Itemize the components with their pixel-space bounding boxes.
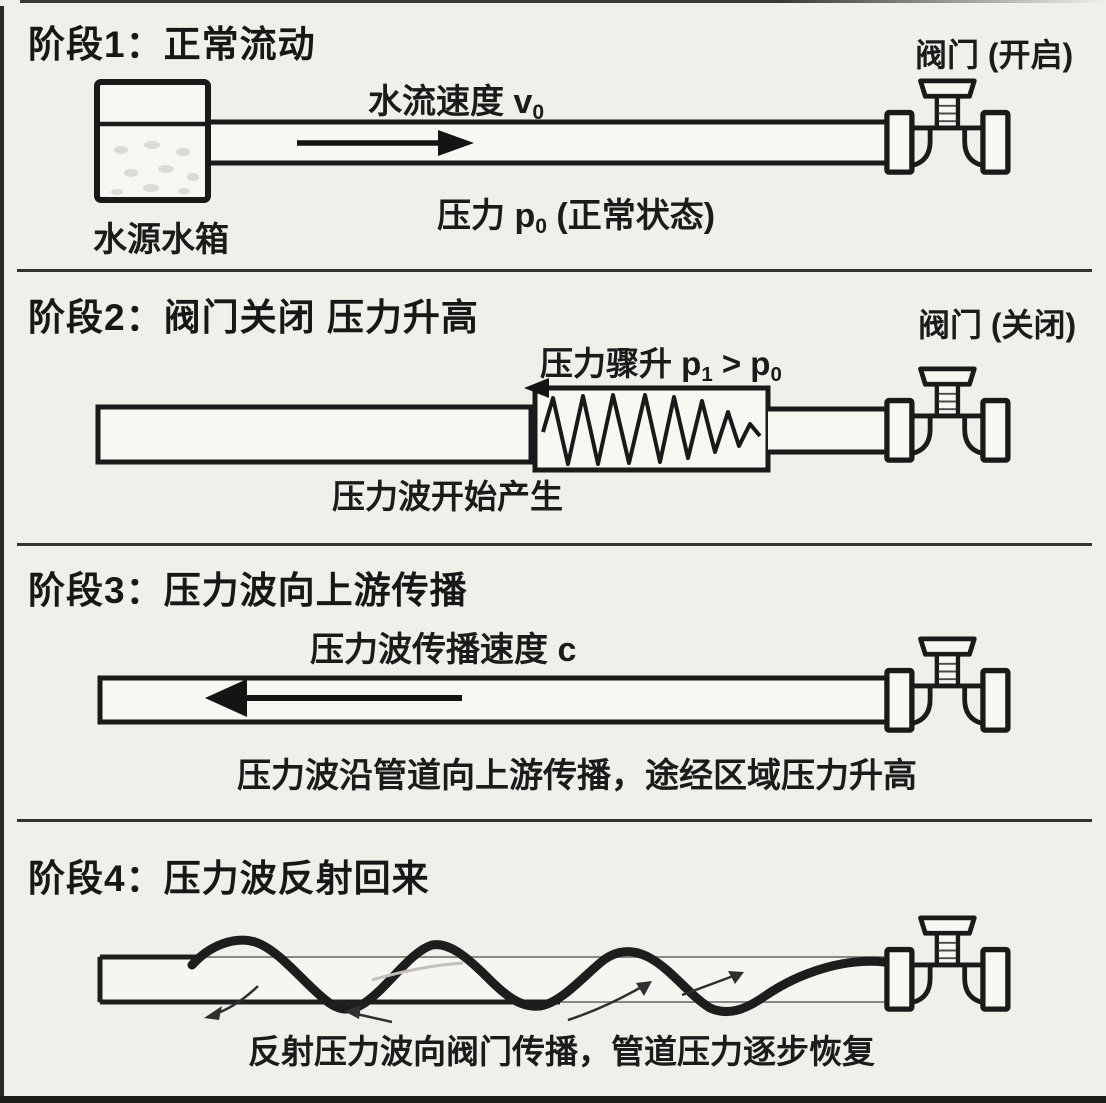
divider-2: [17, 543, 1092, 546]
stage4-title: 阶段4：压力波反射回来: [28, 858, 430, 899]
tank-label: 水源水箱: [93, 221, 229, 259]
surge-left-arrowhead-icon: [524, 378, 549, 398]
flow-arrow-icon: [297, 130, 474, 156]
stage3-caption: 压力波沿管道向上游传播，途经区域压力升高: [237, 757, 917, 795]
stage2-caption: 压力波开始产生: [332, 478, 563, 515]
frame-left-border: [0, 6, 4, 1103]
small-motion-arrows: [204, 961, 744, 1024]
frame-bottom-border: [0, 1096, 1106, 1103]
valve-closed-label: 阀门 (关闭): [918, 307, 1077, 343]
valve-open-icon: [887, 81, 1008, 172]
spring-zigzag-icon: [541, 393, 762, 466]
stage1-drawing: [94, 0, 1106, 203]
stage2-title: 阶段2：阀门关闭 压力升高: [28, 297, 479, 338]
valve-closed-icon: [887, 369, 1008, 460]
frame-top-border: [20, 0, 1106, 3]
water-tank-icon: [94, 79, 211, 203]
pipe-to-valve: [768, 411, 890, 450]
stage1-title: 阶段1：正常流动: [28, 24, 316, 65]
stage2-drawing: [95, 271, 1106, 473]
valve-icon: [887, 918, 1008, 1009]
divider-1: [17, 269, 1092, 272]
valve-icon: [887, 639, 1008, 730]
divider-3: [17, 819, 1092, 822]
stage4-drawing: [97, 818, 1106, 1024]
stage3-title: 阶段3：压力波向上游传播: [28, 570, 468, 611]
pressure-surge-zone: [524, 378, 771, 473]
pipe-upstream: [95, 404, 534, 465]
wave-direction-arrow-icon: [205, 679, 462, 717]
pressure-label: 压力 p0 (正常状态): [437, 197, 716, 238]
stage4-caption: 反射压力波向阀门传播，管道压力逐步恢复: [248, 1033, 875, 1070]
wave-speed-label: 压力波传播速度 c: [310, 631, 577, 669]
flow-velocity-label: 水流速度 v0: [368, 83, 545, 124]
stage3-drawing: [97, 545, 1106, 818]
valve-open-label: 阀门 (开启): [915, 37, 1074, 73]
pressure-surge-label: 压力骤升 p1 > p0: [540, 345, 782, 386]
reflected-wave-icon: [187, 935, 889, 1016]
